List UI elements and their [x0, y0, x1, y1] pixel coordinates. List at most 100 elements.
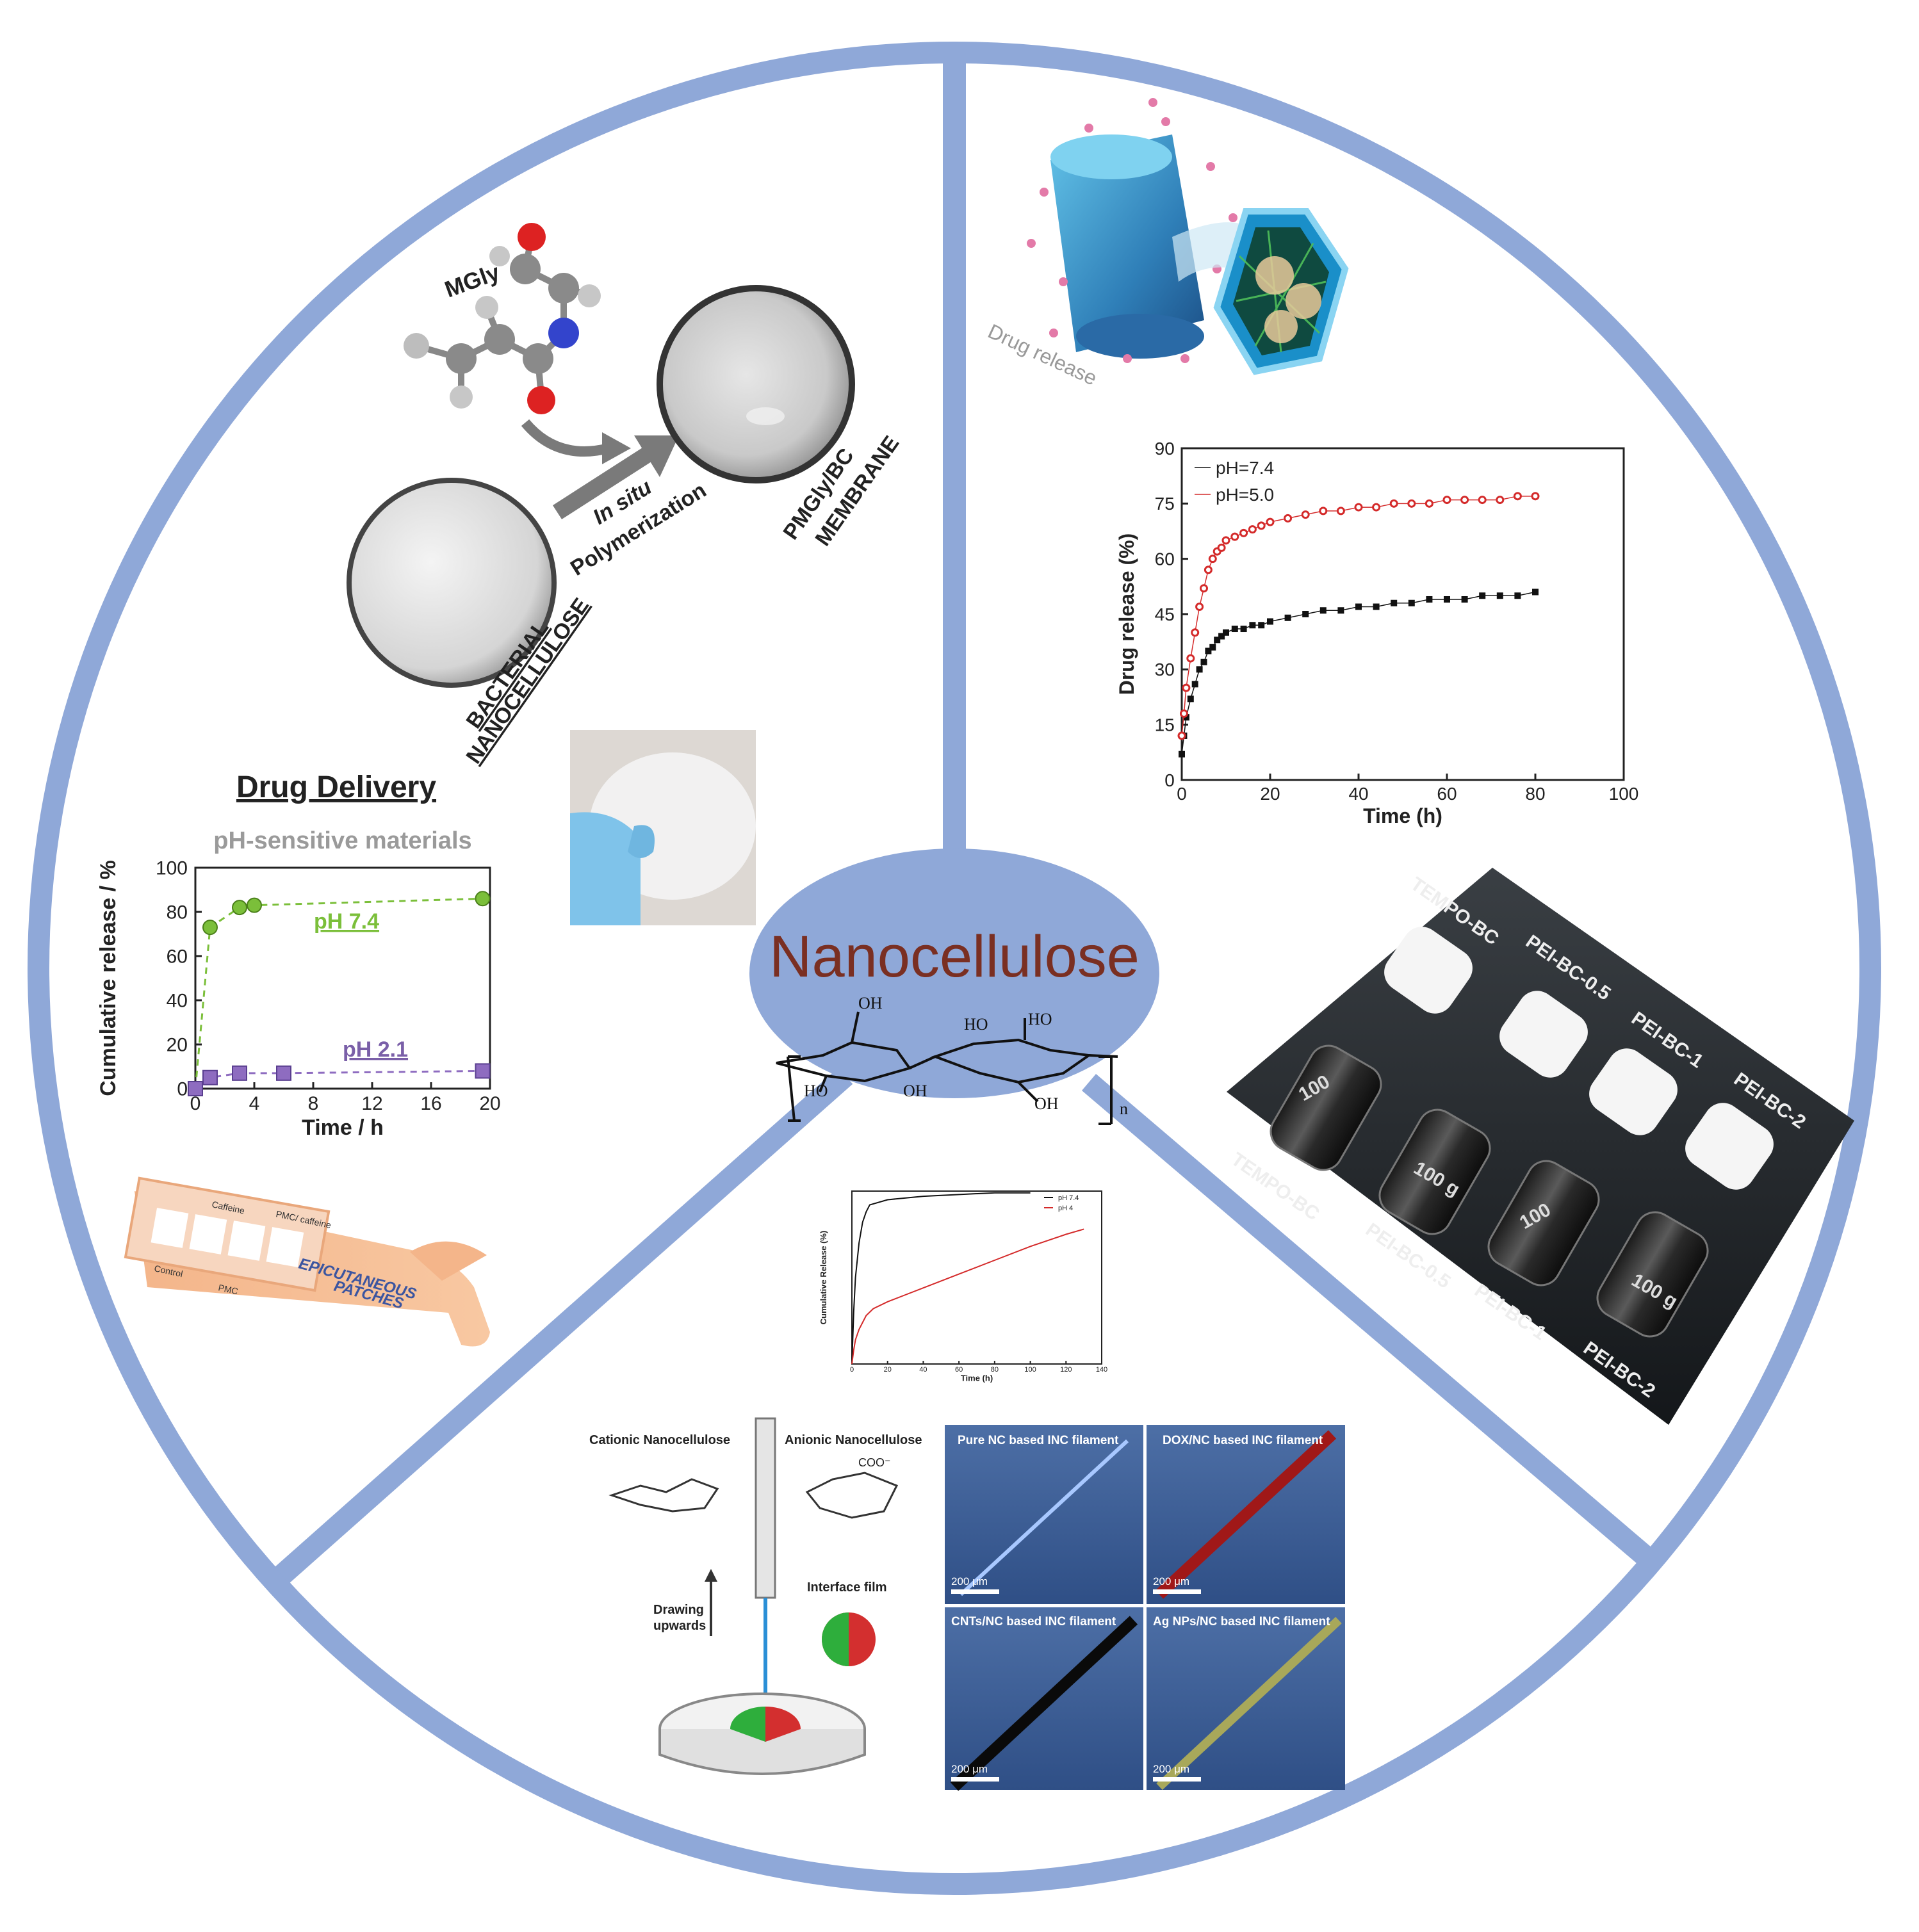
micro-scale-2: 200 μm: [1153, 1575, 1189, 1587]
oh-label-3: HO: [1028, 1010, 1052, 1028]
data-point: [1496, 592, 1503, 599]
data-point: [1200, 658, 1207, 665]
epicutaneous-patch-illustration: Caffeine PMC/ caffeine Control PMC EPICU…: [124, 1176, 490, 1347]
filament-scheme: Cationic Nanocellulose Anionic Nanocellu…: [589, 1417, 922, 1775]
data-point: [1182, 714, 1189, 721]
x-tick-label: 12: [361, 1093, 382, 1114]
data-point: [1187, 695, 1194, 702]
data-point: [232, 900, 247, 916]
y-tick-label: 100: [156, 858, 188, 879]
data-point: [1196, 666, 1203, 673]
y-tick-label: 80: [167, 902, 188, 923]
data-point: [1258, 622, 1265, 629]
data-point: [1177, 731, 1186, 740]
oh-label-1: OH: [858, 994, 883, 1012]
y-tick-label: 0: [1164, 770, 1175, 790]
micro-title-4: Ag NPs/NC based INC filament: [1153, 1615, 1330, 1628]
y-axis-label: Cumulative release / %: [96, 860, 120, 1096]
data-point: [1532, 589, 1539, 596]
data-point: [1209, 644, 1216, 651]
data-point: [1223, 629, 1229, 636]
oh-label-2: HO: [964, 1015, 988, 1034]
microscopy-panels: Pure NC based INC filament 200 μm DOX/NC…: [945, 1425, 1345, 1791]
data-point: [1391, 599, 1398, 606]
y-tick-label: 0: [177, 1079, 188, 1100]
data-point: [1179, 709, 1188, 718]
data-point: [1248, 525, 1257, 534]
data-point: [232, 1065, 247, 1081]
data-point: [1373, 603, 1380, 610]
curved-arrow-head: [602, 432, 631, 464]
x-tick-label: 20: [1260, 784, 1280, 804]
x-tick-label: 20: [884, 1366, 892, 1374]
ph-sensitive-subtitle: pH-sensitive materials: [213, 827, 471, 854]
data-point: [1372, 503, 1381, 512]
y-axis-label: Cumulative Release (%): [819, 1231, 828, 1325]
polymerization-arrow-head: [634, 435, 679, 477]
data-point: [1284, 514, 1293, 523]
x-tick-label: 120: [1060, 1366, 1072, 1374]
data-point: [247, 897, 262, 913]
oh-label-6: OH: [1034, 1094, 1059, 1113]
x-tick-label: 0: [1177, 784, 1187, 804]
series-line: [1181, 496, 1535, 736]
x-tick-label: 80: [991, 1366, 999, 1374]
data-point: [1200, 584, 1208, 593]
data-point: [188, 1081, 203, 1096]
hydrogel-photo: [570, 730, 756, 925]
data-point: [1231, 626, 1238, 633]
data-point: [1218, 633, 1225, 640]
divider-bottom-left: [274, 1067, 853, 1584]
x-tick-label: 100: [1609, 784, 1639, 804]
micro-title-3: CNTs/NC based INC filament: [951, 1615, 1116, 1628]
data-point: [1319, 507, 1328, 515]
data-point: [1407, 499, 1416, 508]
oh-label-4: HO: [804, 1082, 828, 1100]
data-point: [1389, 499, 1398, 508]
micro-title-2: DOX/NC based INC filament: [1163, 1434, 1323, 1447]
data-point: [475, 891, 491, 907]
data-point: [1182, 683, 1191, 692]
x-axis-label: Time / h: [302, 1116, 384, 1140]
data-point: [276, 1065, 291, 1081]
x-axis-label: Time (h): [961, 1373, 993, 1383]
ph74-annotation: pH 7.4: [314, 909, 379, 934]
series-line: [851, 1228, 1084, 1365]
data-point: [1336, 507, 1345, 515]
data-point: [1319, 607, 1327, 614]
data-point: [475, 1063, 491, 1079]
left-chart-header: Drug Delivery pH-sensitive materials: [213, 770, 471, 854]
data-point: [1461, 596, 1468, 603]
drug-delivery-title: Drug Delivery: [236, 770, 436, 804]
legend-label: pH=7.4: [1216, 458, 1274, 478]
micro-panel-4: Ag NPs/NC based INC filament 200 μm: [1147, 1607, 1345, 1790]
y-tick-label: 90: [1155, 439, 1175, 459]
data-point: [1284, 614, 1291, 621]
cationic-label: Cationic Nanocellulose: [589, 1433, 730, 1447]
data-point: [1195, 602, 1204, 611]
data-point: [1302, 611, 1309, 617]
pmgly-membrane: [657, 285, 855, 483]
data-point: [1460, 496, 1469, 505]
x-tick-label: 8: [308, 1093, 319, 1114]
x-axis-label: Time (h): [1363, 804, 1442, 827]
curved-arrow: [521, 419, 610, 457]
micro-panel-3: CNTs/NC based INC filament 200 μm: [945, 1607, 1143, 1791]
plot-frame: [851, 1190, 1102, 1365]
data-point: [1301, 510, 1310, 519]
data-point: [1426, 596, 1433, 603]
data-point: [1337, 607, 1344, 614]
divider-top: [943, 51, 966, 858]
data-point: [1531, 492, 1540, 501]
data-point: [1191, 681, 1198, 688]
micro-title-1: Pure NC based INC filament: [958, 1434, 1119, 1447]
drug-release-cube-illustration: Drug release: [984, 98, 1349, 390]
data-point: [1186, 654, 1195, 663]
synthesis-scheme: MGly In situ Polymerization PMGly/BC MEM…: [347, 223, 904, 768]
x-tick-label: 0: [850, 1366, 854, 1374]
y-tick-label: 20: [167, 1035, 188, 1056]
data-point: [1240, 626, 1247, 633]
